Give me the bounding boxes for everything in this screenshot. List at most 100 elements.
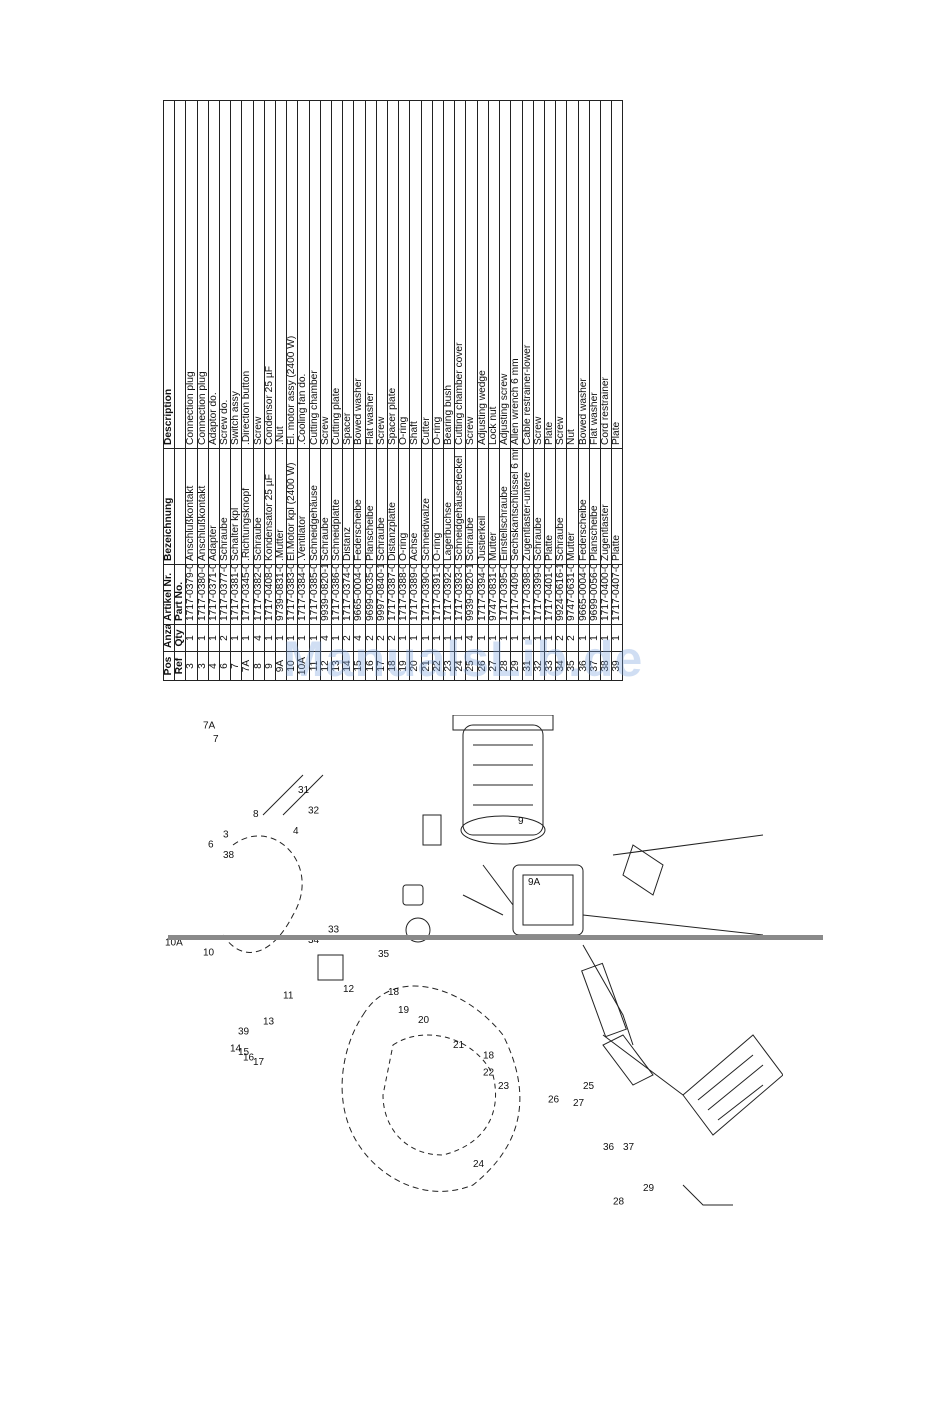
cell-de: Mutter bbox=[566, 448, 579, 565]
cell-en: Cutting chamber bbox=[309, 100, 321, 449]
cell-de: Anschlußkontakt bbox=[185, 448, 198, 565]
callout-label: 35 bbox=[378, 949, 390, 960]
cell-part: 1717-0371-01 bbox=[208, 564, 220, 625]
cell-de: Schraube bbox=[219, 448, 231, 565]
header-description: Description bbox=[163, 100, 175, 449]
cell-part: 1717-0389-01 bbox=[409, 564, 422, 625]
cell-part: 9665-0004-01 bbox=[353, 564, 366, 625]
cell-en: Cable restrainer-lower bbox=[522, 100, 534, 449]
callout-label: 20 bbox=[418, 1015, 430, 1026]
cell-part: 1717-0377-01 bbox=[219, 564, 231, 625]
cell-de: Schneidgehäuse bbox=[309, 448, 321, 565]
cell-de: Platte bbox=[611, 448, 623, 565]
cell-qty: 4 bbox=[253, 624, 265, 652]
callout-label: 33 bbox=[328, 925, 340, 936]
cell-de: Adapter bbox=[208, 448, 220, 565]
callout-label: 8 bbox=[253, 809, 259, 820]
cell-de: .Mutter bbox=[275, 448, 287, 565]
cell-de: Schraube bbox=[320, 448, 332, 565]
cell-de: Lagerbuchse bbox=[443, 448, 455, 565]
callout-label: 12 bbox=[343, 984, 355, 995]
cell-en: Spacer bbox=[342, 100, 354, 449]
cell-part: 1717-0393-01 bbox=[454, 564, 466, 625]
cell-part: 1717-0384-01 bbox=[297, 564, 310, 625]
cell-part: 9747-0631-02 bbox=[566, 564, 579, 625]
cell-en: El. motor assy (2400 W) bbox=[286, 100, 298, 449]
callout-label: 39 bbox=[238, 1027, 250, 1038]
header-pos: Pos bbox=[163, 651, 175, 681]
callout-label: 16 bbox=[243, 1052, 255, 1063]
housing-outline bbox=[341, 985, 521, 1192]
cell-en: Cutter bbox=[421, 100, 433, 449]
cell-en: O-ring bbox=[432, 100, 444, 449]
callout-label: 9 bbox=[518, 816, 524, 827]
cell-qty: 1 bbox=[185, 624, 198, 652]
cell-en: Connection plug bbox=[185, 100, 198, 449]
cell-part: 9747-0831-02 bbox=[488, 564, 500, 625]
callout-label: 10A bbox=[165, 938, 183, 949]
cell-part: 1717-0399-01 bbox=[533, 564, 545, 625]
cell-part: 1717-0382-01 bbox=[253, 564, 265, 625]
cell-part: 1717-0394-01 bbox=[477, 564, 489, 625]
callout-label: 36 bbox=[603, 1142, 615, 1153]
header-bezeichnung: Bezeichnung bbox=[163, 448, 175, 565]
cell-de: Achse bbox=[409, 448, 422, 565]
callout-label: 9A bbox=[528, 877, 541, 888]
cell-en: Adjusting screw bbox=[499, 100, 511, 449]
callout-label: 3 bbox=[223, 829, 229, 840]
cell-part: 1717-0395-01 bbox=[499, 564, 511, 625]
cell-ref: 7A bbox=[241, 651, 254, 681]
callout-label: 34 bbox=[308, 935, 320, 946]
header-ref: Ref bbox=[174, 651, 186, 681]
cell-ref: 8 bbox=[253, 651, 265, 681]
callout-label: 4 bbox=[293, 826, 299, 837]
callout-label: 38 bbox=[223, 850, 235, 861]
cell-en: Cord restrainer bbox=[600, 100, 612, 449]
cell-en: Lock nut bbox=[488, 100, 500, 449]
callout-label: 15 bbox=[238, 1047, 250, 1058]
cell-en: Screw bbox=[555, 100, 567, 449]
cell-en: Flat washer bbox=[589, 100, 601, 449]
cell-de: Distanz bbox=[342, 448, 354, 565]
cell-part: 9665-0004-01 bbox=[578, 564, 590, 625]
cell-en: Screw bbox=[376, 100, 388, 449]
callout-label: 18 bbox=[388, 987, 400, 998]
cell-de: Anschlußkontakt bbox=[197, 448, 209, 565]
header-en-blank bbox=[174, 100, 186, 449]
cell-en: Plate bbox=[544, 100, 556, 449]
cell-de: .Richtungsknopf bbox=[241, 448, 254, 565]
cell-en: Bearing bush bbox=[443, 100, 455, 449]
cell-qty: 1 bbox=[264, 624, 276, 652]
cell-de: Platte bbox=[544, 448, 556, 565]
callout-label: 29 bbox=[643, 1183, 655, 1194]
cell-part: 1717-0383-02 bbox=[286, 564, 298, 625]
cell-qty: 1 bbox=[230, 624, 242, 652]
cell-de: Zugentlaster bbox=[600, 448, 612, 565]
cell-en: O-ring bbox=[398, 100, 410, 449]
callout-label: 22 bbox=[483, 1067, 495, 1078]
callout-label: 6 bbox=[208, 840, 214, 851]
callout-label: 18 bbox=[483, 1050, 495, 1061]
cell-en: Flat washer bbox=[365, 100, 377, 449]
callout-label: 14 bbox=[230, 1044, 242, 1055]
